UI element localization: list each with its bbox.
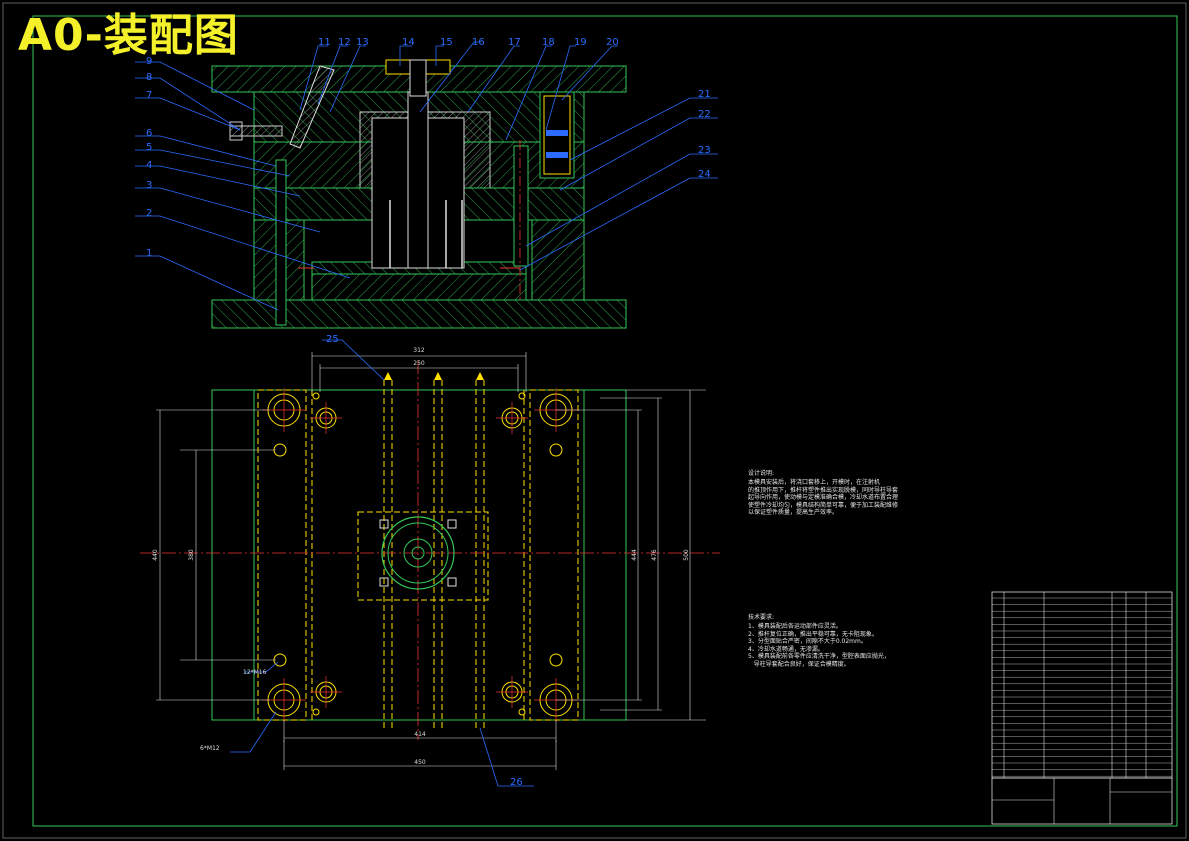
dimension-label: 440: [152, 549, 159, 561]
callout-number: 17: [508, 37, 521, 48]
hole-callout: 6*M12: [200, 745, 220, 752]
callout-number: 16: [472, 37, 485, 48]
callout-number: 24: [698, 169, 711, 180]
callout-number: 7: [146, 90, 152, 101]
drawing-title: A0-装配图: [18, 10, 239, 61]
dimension-label: 450: [414, 759, 426, 766]
dimension-label: 312: [413, 347, 425, 354]
tech-requirements-heading: 技术要求:: [748, 614, 775, 621]
dimension-labels: 312 250 440 380 414 450 444 476 500 12*M16 6*M12: [152, 347, 690, 766]
callout-number: 1: [146, 248, 152, 259]
section-view: [211, 59, 627, 329]
callout-number: 6: [146, 128, 152, 139]
callout-number: 22: [698, 109, 711, 120]
hole-callout: 12*M16: [243, 669, 267, 676]
callout-number: 3: [146, 180, 152, 191]
callout-number: 13: [356, 37, 369, 48]
callout-number: 14: [402, 37, 415, 48]
callout-number: 26: [510, 777, 523, 788]
dimension-label: 250: [413, 360, 425, 367]
dimension-label: 476: [651, 549, 658, 561]
dimension-label: 414: [414, 731, 426, 738]
callout-leaders-section: [135, 41, 718, 311]
callout-number: 8: [146, 72, 152, 83]
tech-requirements-text: 1、模具装配后各运动部件应灵活。 2、推杆复位正确，推出平稳可靠，无卡阻现象。 …: [748, 623, 890, 668]
callout-number: 12: [338, 37, 351, 48]
callout-number: 18: [542, 37, 555, 48]
inner-border: [32, 15, 1178, 827]
callout-number: 2: [146, 208, 152, 219]
callout-number: 20: [606, 37, 619, 48]
design-notes-heading: 设计说明:: [748, 470, 775, 477]
callout-number: 5: [146, 142, 152, 153]
callout-number: 4: [146, 160, 152, 171]
callout-number: 25: [326, 334, 339, 345]
plan-leaders: [230, 339, 534, 787]
callout-number: 19: [574, 37, 587, 48]
callout-number: 11: [318, 37, 331, 48]
dimension-lines: [156, 352, 706, 770]
parts-list: [991, 591, 1173, 825]
dimension-label: 500: [683, 549, 690, 561]
callout-number: 21: [698, 89, 711, 100]
design-notes-text: 本模具安装后，将浇口套移上，开模时，在注射机 的推顶作用下，推杆将塑件推出实现脱…: [748, 479, 899, 516]
callout-number: 15: [440, 37, 453, 48]
callout-number: 9: [146, 56, 152, 67]
dimension-label: 380: [188, 549, 195, 561]
dimension-label: 444: [631, 549, 638, 561]
callout-number: 23: [698, 145, 711, 156]
